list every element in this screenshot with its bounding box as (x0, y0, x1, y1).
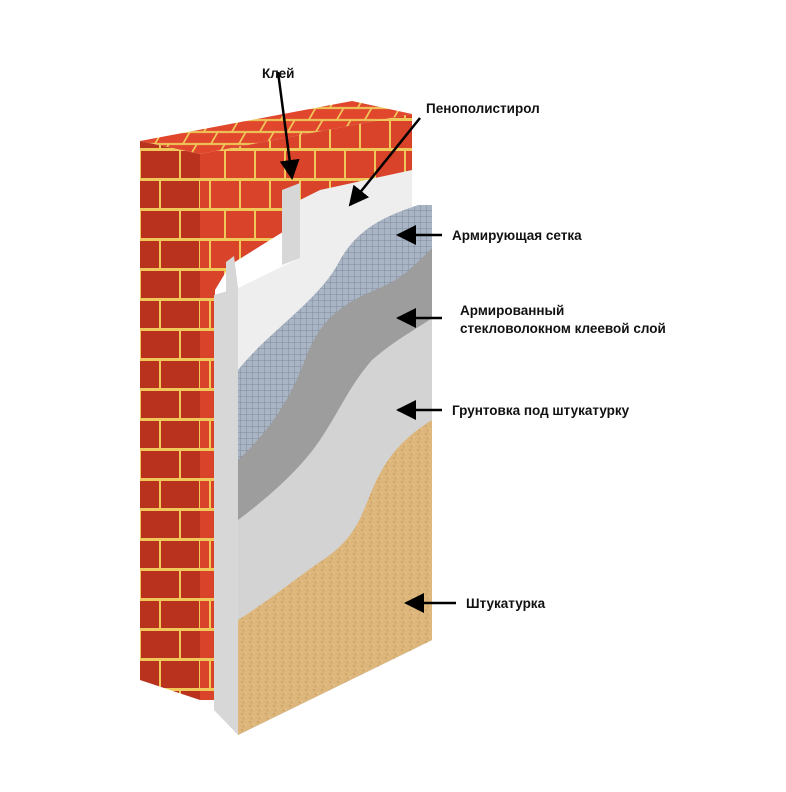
label-mesh: Армирующая сетка (452, 228, 582, 243)
plaster-layer (238, 420, 432, 735)
label-foam: Пенополистирол (426, 101, 540, 116)
brick-wall-face (200, 114, 412, 700)
foam-board-edge (214, 288, 238, 735)
label-primer: Грунтовка под штукатурку (452, 403, 630, 418)
foam-tongue (226, 256, 238, 292)
brick-wall-front (140, 141, 200, 700)
label-glue: Клей (262, 66, 294, 81)
label-adhesive-line1: Армированный (460, 303, 564, 318)
arrow-foam (348, 117, 421, 207)
brick-wall (140, 101, 412, 700)
callout-labels: Клей Пенополистирол Армирующая сетка Арм… (262, 66, 666, 611)
label-adhesive-line2: стекловолокном клеевой слой (460, 321, 666, 336)
callout-arrows (276, 71, 456, 613)
foam-top-step (282, 183, 300, 265)
brick-wall-top (140, 101, 412, 154)
label-plaster: Штукатурка (466, 596, 546, 611)
arrow-glue (276, 71, 300, 180)
